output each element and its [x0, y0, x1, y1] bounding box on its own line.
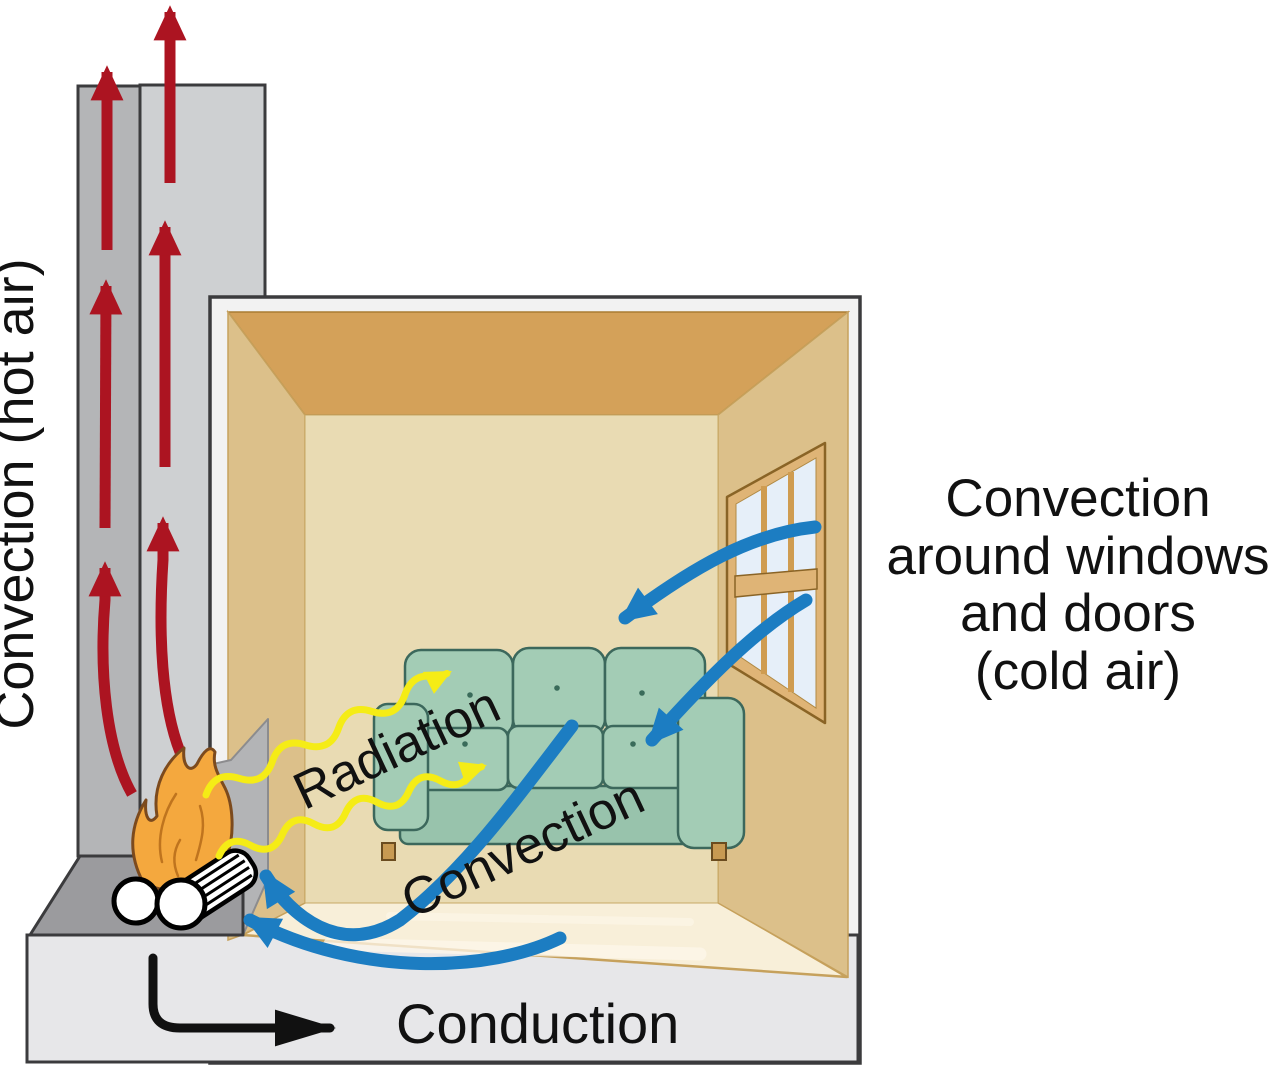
couch-button	[467, 692, 473, 698]
hot-air-arrow	[146, 516, 186, 755]
couch-button	[630, 741, 636, 747]
cold-air-arrow-to-fireplace-lower	[243, 913, 567, 971]
flame-detail	[173, 838, 182, 878]
window-middle-rail	[734, 568, 818, 598]
cold-air-arrow-window-upper	[618, 520, 822, 625]
cold-air-note-line: around windows	[886, 527, 1269, 586]
floor-plank-highlight	[386, 912, 694, 926]
conduction-label: Conduction	[396, 992, 679, 1055]
chimney-convection-label: Convection (hot air)	[0, 258, 45, 729]
conduction-arrow	[148, 953, 337, 1047]
cold-air-note-line: and doors	[960, 584, 1196, 643]
log-end	[154, 877, 208, 931]
couch-back-cushion	[511, 646, 607, 737]
hot-air-arrow	[88, 561, 137, 797]
house	[25, 295, 862, 1065]
couch-leg	[381, 842, 396, 861]
logs	[111, 848, 259, 931]
cold-air-arrow-to-fireplace-upper	[259, 719, 579, 942]
log-end	[111, 876, 161, 926]
cold-air-arrows	[243, 520, 822, 971]
couch-leg	[711, 842, 727, 861]
couch-right-arm	[676, 696, 746, 850]
flame-detail	[194, 804, 205, 862]
conduction-arrow-group	[148, 953, 337, 1047]
couch-button	[639, 690, 645, 696]
cold-air-arrow-window-lower	[645, 593, 813, 747]
couch-button	[462, 741, 468, 747]
hot-air-arrow	[89, 279, 123, 529]
flame-detail	[158, 792, 178, 864]
hot-air-arrows	[88, 5, 187, 797]
radiation-wave-arrow	[202, 670, 452, 799]
cold-air-note: Convection around windows and doors (col…	[886, 469, 1269, 701]
cold-air-note-line: Convection	[945, 469, 1210, 528]
window	[725, 441, 827, 725]
couch-button	[554, 685, 560, 691]
radiation-wave-arrow	[215, 761, 487, 860]
cold-air-note-line: (cold air)	[975, 642, 1181, 701]
radiation-arrows	[202, 670, 487, 860]
